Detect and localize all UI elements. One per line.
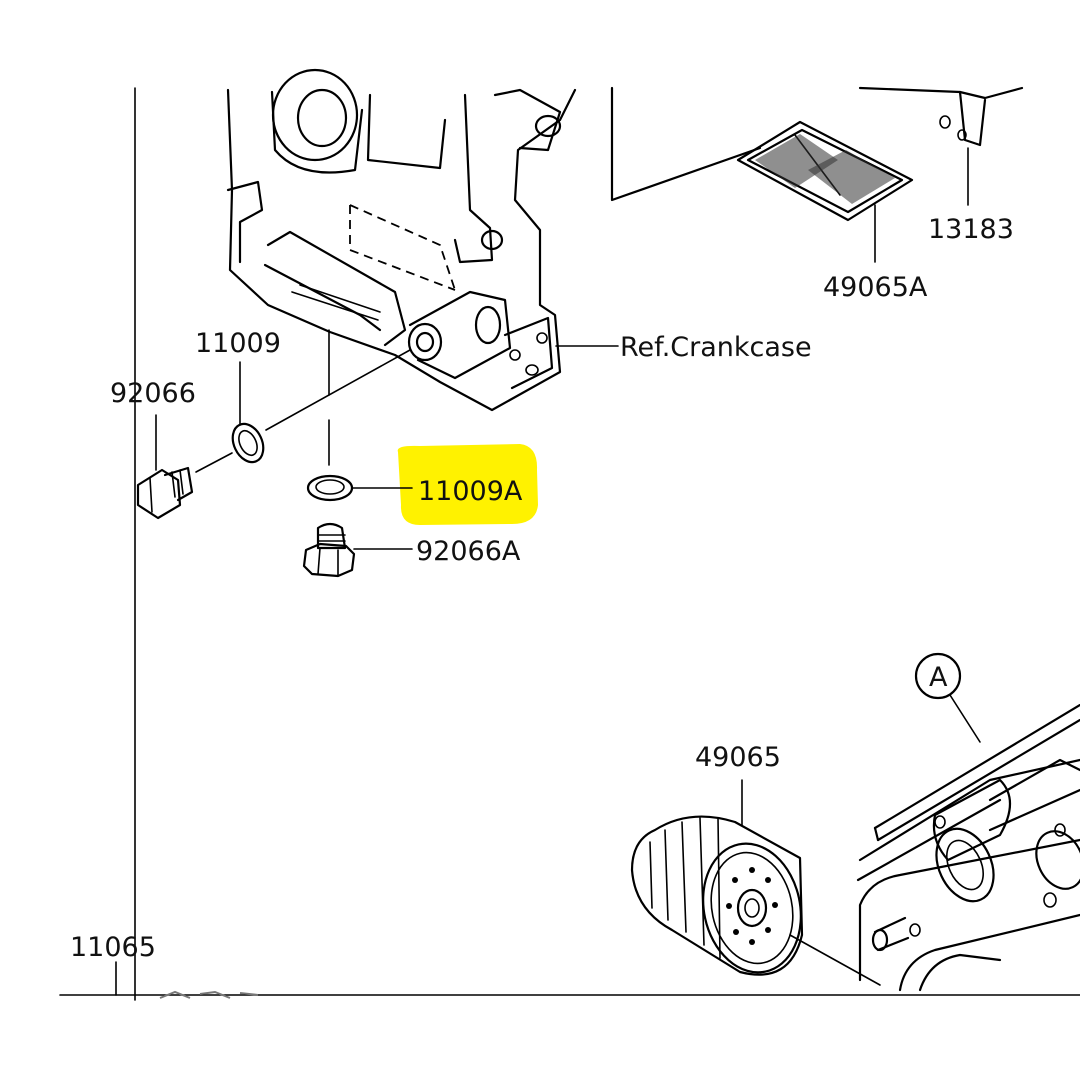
crankcase-drawing [226,68,619,412]
drain-plug-92066A [302,522,413,578]
label-11009: 11009 [195,328,281,359]
label-13183: 13183 [928,214,1014,245]
label-49065A: 49065A [823,272,928,303]
washer-11009A [306,329,413,502]
label-92066: 92066 [110,378,196,409]
label-ref-crankcase: Ref.Crankcase [620,332,812,363]
label-11009A: 11009A [418,476,523,507]
label-view-a: A [929,662,948,693]
washer-11009 [231,349,411,464]
label-49065: 49065 [695,742,781,773]
drain-plug-92066 [136,414,233,520]
oil-strainer-drawing [610,86,1024,263]
highlight-marker [397,444,538,525]
label-92066A: 92066A [416,536,521,567]
oil-pan-drawing [856,652,1080,992]
oil-filter-49065 [630,779,881,986]
label-11065: 11065 [70,932,156,963]
